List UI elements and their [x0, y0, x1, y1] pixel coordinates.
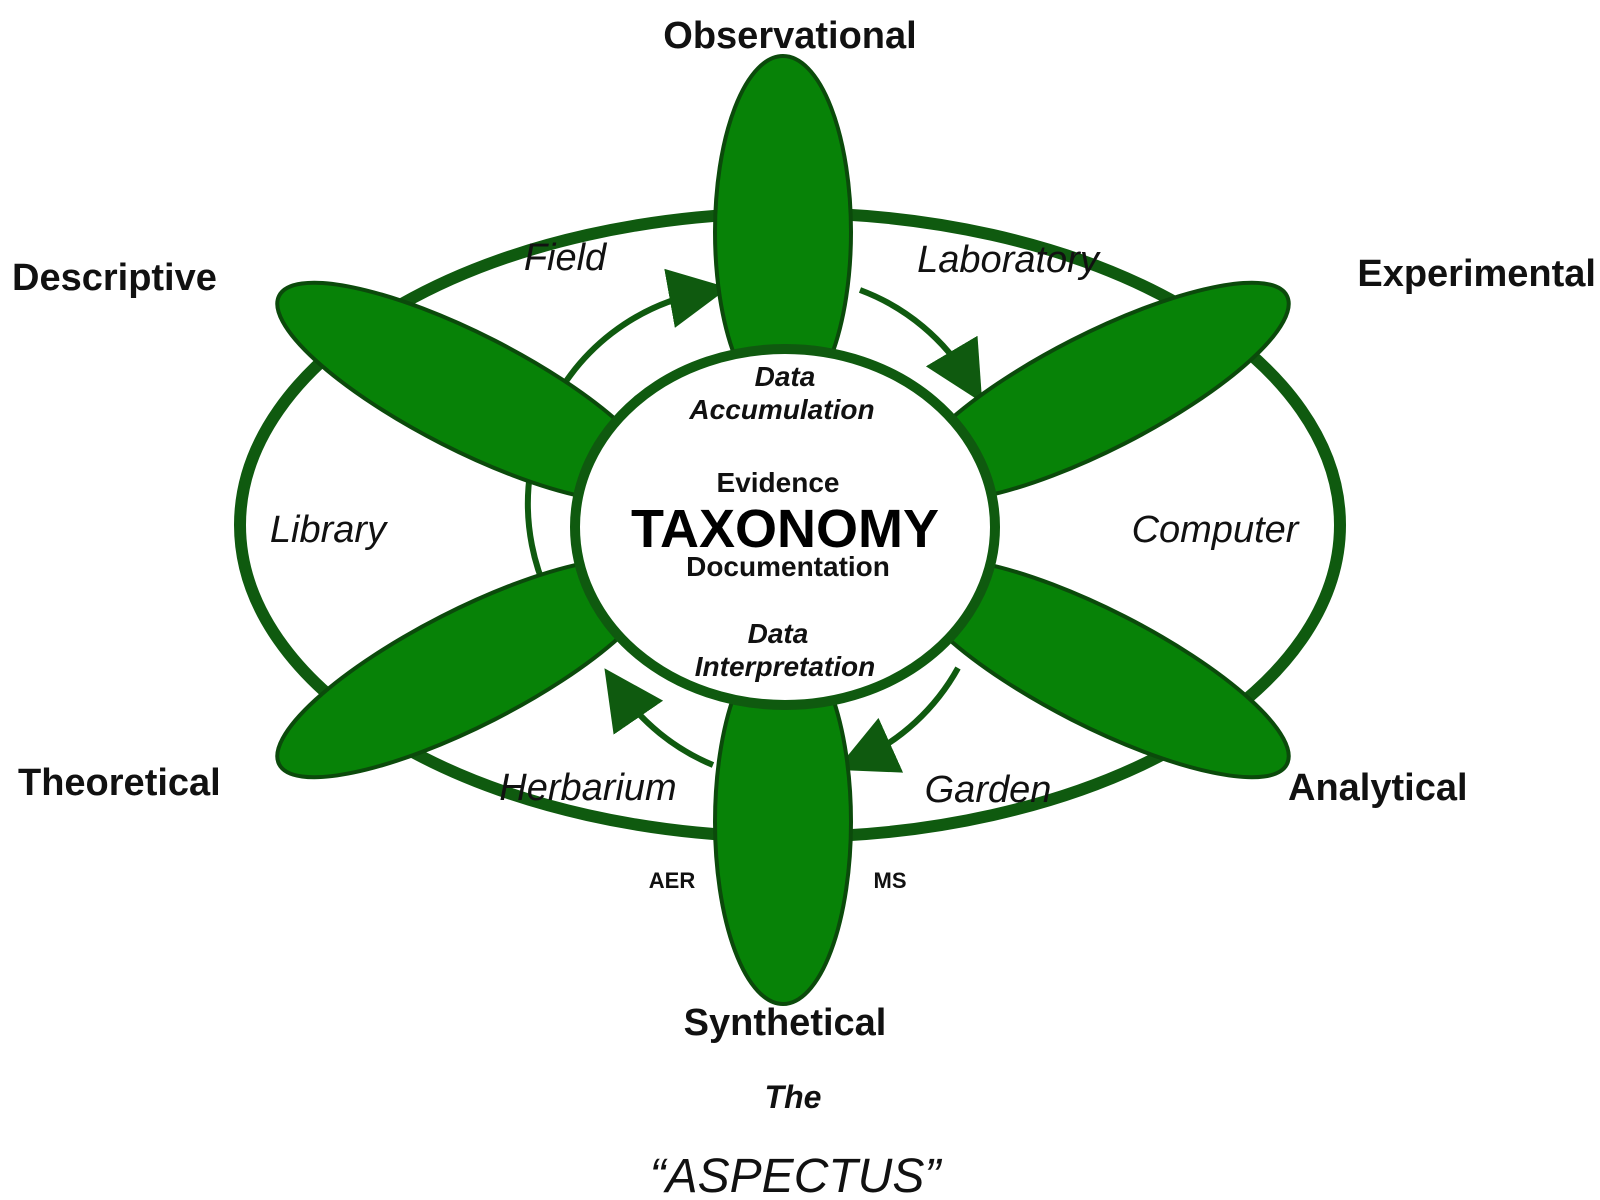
label-documentation: Documentation — [686, 551, 890, 582]
petal-group — [275, 54, 1291, 1006]
label-synthetical: Synthetical — [684, 1002, 887, 1044]
label-laboratory: Laboratory — [917, 239, 1101, 281]
label-herbarium: Herbarium — [499, 767, 676, 809]
arrow-observational-to-experimental — [858, 287, 983, 403]
arrow-analytical-to-synthetical — [836, 666, 961, 773]
label-theoretical: Theoretical — [18, 762, 221, 804]
caption-the: The — [765, 1079, 822, 1115]
label-analytical: Analytical — [1288, 767, 1468, 809]
label-aer: AER — [649, 868, 696, 893]
label-data-accumulation-2: Accumulation — [688, 394, 874, 425]
label-evidence: Evidence — [717, 467, 840, 498]
label-data-interpretation-1: Data — [748, 618, 809, 649]
label-descriptive: Descriptive — [12, 257, 217, 299]
label-data-interpretation-2: Interpretation — [695, 651, 875, 682]
label-experimental: Experimental — [1357, 253, 1596, 295]
label-field: Field — [524, 237, 608, 279]
label-garden: Garden — [925, 769, 1052, 811]
label-library: Library — [270, 509, 388, 551]
label-ms: MS — [874, 868, 907, 893]
center-disc — [570, 344, 1000, 710]
caption-aspectus: “ASPECTUS” — [650, 1150, 943, 1200]
label-observational: Observational — [663, 15, 916, 57]
label-data-accumulation-1: Data — [755, 361, 816, 392]
label-computer: Computer — [1132, 509, 1300, 551]
arrow-synthetical-to-theoretical — [604, 668, 715, 768]
label-taxonomy: TAXONOMY — [631, 499, 939, 559]
